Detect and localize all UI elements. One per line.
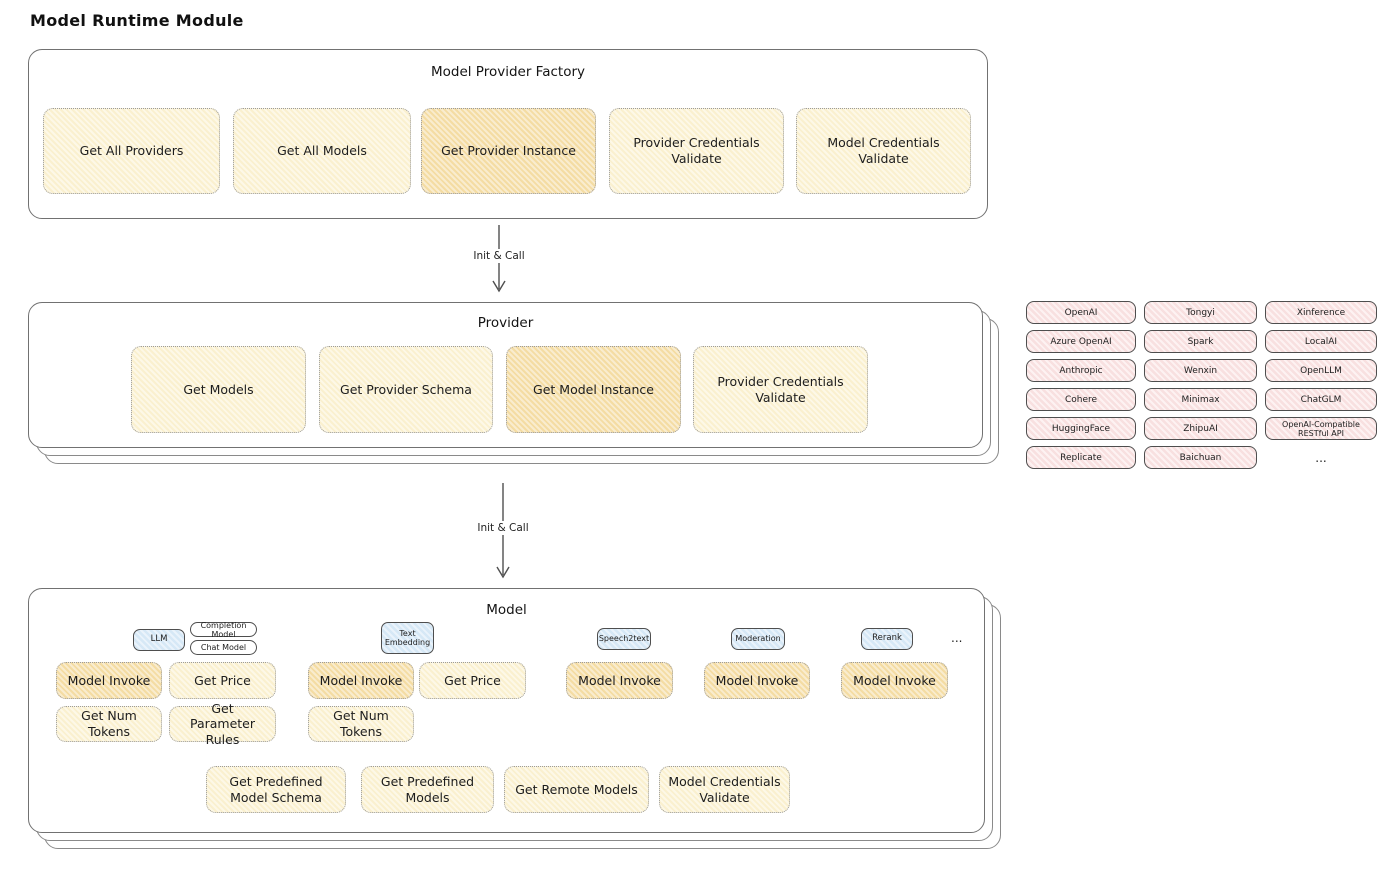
provider-chip: Wenxin [1144, 359, 1257, 382]
provider-chip: Baichuan [1144, 446, 1257, 469]
factory-title: Model Provider Factory [430, 64, 585, 80]
provider-chip: ZhipuAI [1144, 417, 1257, 440]
provider-chip: Tongyi [1144, 301, 1257, 324]
provider-chip: ChatGLM [1265, 388, 1377, 411]
provider-chip: LocalAI [1265, 330, 1377, 353]
provider-chip: OpenAI [1026, 301, 1136, 324]
node-get-price-embedding: Get Price [419, 662, 526, 699]
provider-chip: OpenAI-Compatible RESTful API [1265, 417, 1377, 440]
factory-box: Model Provider Factory Get All Providers… [28, 49, 988, 219]
tab-chat-model: Chat Model [190, 640, 257, 655]
tab-moderation: Moderation [731, 628, 785, 650]
tab-text-embedding: Text Embedding [381, 622, 434, 654]
node-get-parameter-rules: Get Parameter Rules [169, 701, 276, 747]
node-model-invoke-rerank: Model Invoke [841, 662, 948, 699]
model-title: Model [486, 602, 527, 618]
provider-list: OpenAI Tongyi Xinference Azure OpenAI Sp… [1026, 301, 1377, 469]
node-get-models: Get Models [131, 346, 306, 433]
tab-rerank: Rerank [861, 628, 913, 650]
node-get-provider-instance: Get Provider Instance [421, 108, 596, 194]
provider-chip: Xinference [1265, 301, 1377, 324]
tab-llm: LLM [133, 629, 185, 651]
node-model-credentials-validate: Model Credentials Validate [796, 108, 971, 194]
provider-list-ellipsis: ... [1315, 450, 1327, 465]
provider-chip: HuggingFace [1026, 417, 1136, 440]
connector-label-init-call-2: Init & Call [463, 521, 543, 535]
node-provider-credentials-validate-2: Provider Credentials Validate [693, 346, 868, 433]
provider-chip: Minimax [1144, 388, 1257, 411]
node-get-provider-schema: Get Provider Schema [319, 346, 493, 433]
node-get-predefined-models: Get Predefined Models [361, 766, 494, 813]
provider-chip: Azure OpenAI [1026, 330, 1136, 353]
node-model-invoke-moderation: Model Invoke [704, 662, 810, 699]
provider-chip: Spark [1144, 330, 1257, 353]
connector-label-init-call-1: Init & Call [459, 249, 539, 263]
provider-chip: Cohere [1026, 388, 1136, 411]
tabs-ellipsis: ... [951, 631, 963, 645]
provider-title: Provider [477, 315, 534, 331]
model-box: Model LLM Completion Model Chat Model Te… [28, 588, 985, 833]
provider-chip: Replicate [1026, 446, 1136, 469]
provider-chip: OpenLLM [1265, 359, 1377, 382]
node-model-invoke-embedding: Model Invoke [308, 662, 414, 699]
node-get-num-tokens-llm: Get Num Tokens [56, 706, 162, 742]
node-get-remote-models: Get Remote Models [504, 766, 649, 813]
page-title: Model Runtime Module [30, 11, 244, 30]
node-get-price-llm: Get Price [169, 662, 276, 699]
node-get-predefined-model-schema: Get Predefined Model Schema [206, 766, 346, 813]
node-model-credentials-validate-2: Model Credentials Validate [659, 766, 790, 813]
node-provider-credentials-validate: Provider Credentials Validate [609, 108, 784, 194]
provider-chip: Anthropic [1026, 359, 1136, 382]
provider-box: Provider Get Models Get Provider Schema … [28, 302, 983, 448]
node-get-all-providers: Get All Providers [43, 108, 220, 194]
node-get-all-models: Get All Models [233, 108, 411, 194]
tab-completion-model: Completion Model [190, 621, 257, 639]
node-get-num-tokens-embedding: Get Num Tokens [308, 706, 414, 742]
tab-speech2text: Speech2text [597, 628, 651, 650]
node-get-model-instance: Get Model Instance [506, 346, 681, 433]
node-model-invoke-llm: Model Invoke [56, 662, 162, 699]
node-model-invoke-speech2text: Model Invoke [566, 662, 673, 699]
